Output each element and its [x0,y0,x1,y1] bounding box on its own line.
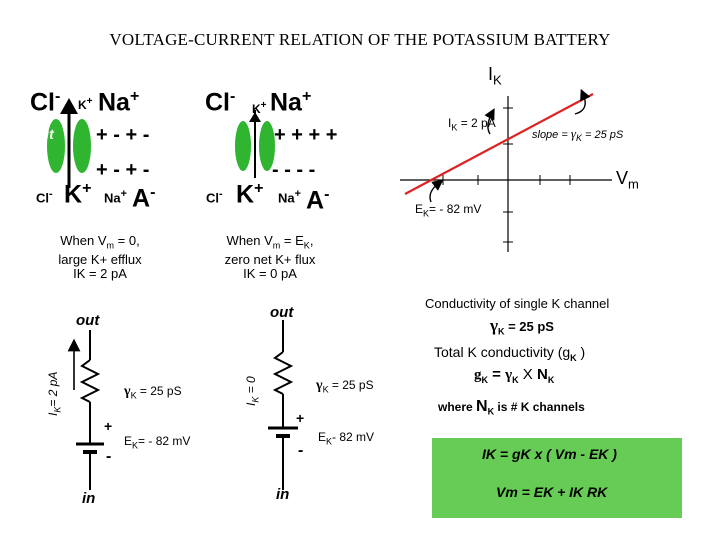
left-caption: When Vm = 0, large K+ efflux IK = 2 pA [58,233,142,281]
membrane-potential-equation: Vm = EK + IK RK [496,484,608,500]
left-circuit-in: in [82,490,96,507]
right-k-ion-top: K+ [252,100,267,116]
right-charges-out: + + + + [274,124,338,146]
left-circuit-out: out [76,312,100,329]
left-circuit-plus: + [104,418,113,434]
left-cl-ion-top: Cl- [30,88,61,117]
left-na-ion-top: Na+ [98,88,140,117]
right-circuit-gamma: γK = 25 pS [316,378,374,395]
ohm-law-equation: IK = gK x ( Vm - EK ) [482,446,617,462]
right-caption: When Vm = EK, zero net K+ flux IK = 0 pA [224,233,316,281]
right-in-label: in [202,155,215,171]
right-cl-ion-bottom: Cl- [206,188,223,206]
right-circuit-out: out [270,304,294,321]
left-charges-in: + - + - [96,159,150,181]
graph-ek-label: EK= - 82 mV [415,202,482,219]
right-charges-in: - - - - [272,159,316,181]
iv-graph [400,88,612,252]
right-cl-ion-top: Cl- [205,88,236,117]
left-k-ion-bottom: K+ [64,180,92,209]
left-k-ion-top: K+ [78,96,93,112]
right-circuit-minus: - [298,442,304,459]
right-circuit-current: IK = 0 [244,376,261,406]
right-circuit-plus: + [296,410,305,426]
right-a-ion-bottom: A- [306,186,330,215]
left-charges-out: + - + - [96,124,150,146]
right-out-label: out [202,126,224,142]
left-circuit [67,330,104,490]
right-circuit-ek: EK- 82 mV [318,430,375,447]
total-conductivity-title: Total K conductivity (gK ) [434,344,586,363]
right-potassium-channel [235,110,275,178]
left-circuit-current: IK= 2 pA [46,371,63,416]
right-k-ion-bottom: K+ [236,180,264,209]
equation-box [432,438,682,518]
graph-x-label: Vm [616,168,639,192]
page-title: VOLTAGE-CURRENT RELATION OF THE POTASSIU… [109,30,611,49]
right-circuit [268,320,298,490]
single-channel-value: γK = 25 pS [490,316,554,337]
left-potassium-channel [47,98,91,188]
graph-slope-label: slope = γK = 25 pS [532,126,624,144]
channel-count-note: where NK is # K channels [438,398,585,417]
total-conductivity-equation: gK = γK X NK [474,366,555,385]
left-circuit-ek: EK= - 82 mV [124,434,191,451]
single-channel-title: Conductivity of single K channel [425,296,610,311]
right-na-ion-bottom: Na+ [278,188,301,206]
right-na-ion-top: Na+ [270,88,312,117]
left-in-label: in [32,155,45,171]
left-na-ion-bottom: Na+ [104,188,127,206]
left-a-ion-bottom: A- [132,184,156,213]
left-cl-ion-bottom: Cl- [36,188,53,206]
left-circuit-minus: - [106,448,112,465]
graph-y-label: IK [488,64,502,88]
left-circuit-gamma: γK = 25 pS [124,384,182,401]
left-out-label: out [32,126,54,142]
right-circuit-in: in [276,486,290,503]
graph-point-current: IK = 2 pA [448,116,496,133]
